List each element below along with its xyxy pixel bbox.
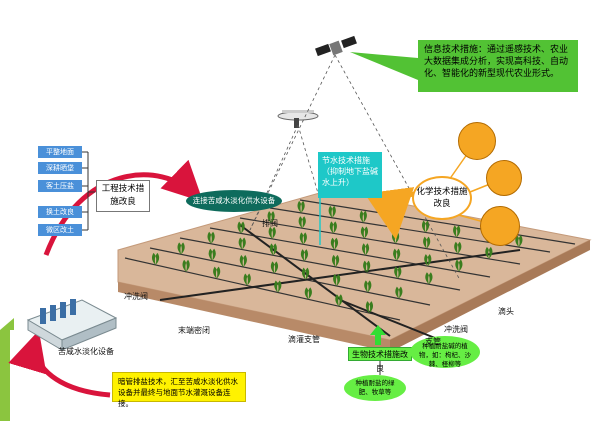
- engineering-item: 深耕晒垡: [38, 162, 82, 174]
- engineering-title: 工程技术措施改良: [101, 184, 145, 207]
- crop-plant: [239, 255, 247, 267]
- crop-plant: [421, 220, 430, 233]
- info-pointer: [350, 52, 418, 80]
- crop-plant: [207, 231, 215, 244]
- crop-plant: [423, 236, 431, 249]
- chemical-bubble-bottom: [480, 206, 520, 246]
- chemical-bubble-top: [458, 122, 496, 160]
- crop-plant: [208, 248, 216, 261]
- engineering-item: 客土压盐: [38, 180, 82, 192]
- left-accent-bar: [0, 330, 10, 421]
- label-drip-branch: 滴灌支管: [288, 335, 320, 344]
- water-saving-box: 节水技术措施（抑制地下盐碱水上升）: [318, 152, 382, 198]
- info-technology-box: 信息技术措施：通过遥感技术、农业大数据集成分析，实现高科技、自动化、智能化的新型…: [418, 40, 578, 92]
- crop-plant: [333, 274, 341, 286]
- crop-plant: [177, 242, 185, 255]
- green-up-arrow: [370, 325, 386, 345]
- crop-plant: [238, 237, 246, 250]
- crop-plant: [365, 301, 374, 314]
- crop-plant: [329, 221, 337, 234]
- bio-forage-ellipse: 种植耐盐的绿肥、牧草等: [344, 375, 406, 401]
- crop-plant: [237, 221, 245, 234]
- crop-plant: [301, 267, 310, 280]
- desal-connection-ellipse: 连接苦咸水淡化供水设备: [186, 190, 282, 212]
- engineering-item: 换土改良: [38, 206, 82, 218]
- crop-plant: [454, 241, 462, 254]
- crop-plant: [182, 259, 190, 272]
- crop-plant: [331, 254, 340, 267]
- crop-plant: [455, 259, 463, 272]
- crop-plant: [297, 200, 305, 213]
- crop-plant: [363, 260, 371, 273]
- bio-plants-ellipse: 种植耐盐碱的植物，如：枸杞、沙棘、柽柳等: [410, 336, 480, 368]
- info-technology-text: 信息技术措施：通过遥感技术、农业大数据集成分析，实现高科技、自动化、智能化的新型…: [424, 45, 569, 79]
- crop-plant: [515, 235, 523, 248]
- crop-plant: [394, 266, 402, 279]
- bio-plants-text: 种植耐盐碱的植物，如：枸杞、沙棘、柽柳等: [419, 342, 471, 368]
- crop-plant: [270, 261, 279, 274]
- soil-field-front: [118, 282, 390, 352]
- crop-plant: [425, 272, 433, 285]
- crop-plant: [453, 225, 461, 238]
- engineering-item: 平整地面: [38, 146, 82, 158]
- crop-plant: [328, 205, 336, 218]
- engineering-title-box: 工程技术措施改良: [96, 180, 150, 212]
- chemical-ellipse: 化学技术措施改良: [412, 176, 472, 220]
- chemical-bubble-middle: [486, 160, 522, 196]
- label-flush-valve-right: 冲洗阀: [444, 325, 468, 334]
- crop-plant: [395, 286, 403, 299]
- crop-plant: [298, 216, 306, 229]
- crop-plant: [485, 246, 493, 259]
- drone-icon: [277, 110, 319, 128]
- desal-device-label: 苦咸水淡化设备: [58, 347, 114, 356]
- label-exhaust-valve: 排阀: [262, 219, 278, 228]
- chemical-title: 化学技术措施改良: [416, 187, 468, 209]
- engineering-bracket: [82, 151, 95, 231]
- crop-plant: [269, 243, 277, 256]
- crop-plant: [299, 232, 307, 245]
- bio-forage-text: 种植耐盐的绿肥、牧草等: [355, 379, 395, 396]
- crop-plant: [300, 249, 309, 262]
- crop-plant: [151, 252, 160, 265]
- left-accent-triangle: [0, 318, 14, 330]
- desalination-device-icon: [26, 299, 118, 351]
- label-flush-valve-left: 冲洗阀: [124, 292, 148, 301]
- red-arc-bottom: [8, 330, 111, 398]
- drainage-box: 暗管排盐技术，汇至苦咸水淡化供水设备并最终与地面节水灌溉设备连接。: [112, 372, 246, 408]
- drainage-text: 暗管排盐技术，汇至苦咸水淡化供水设备并最终与地面节水灌溉设备连接。: [118, 377, 238, 408]
- crop-plant: [361, 243, 370, 256]
- crop-plant: [330, 237, 339, 250]
- crop-plant: [364, 280, 372, 293]
- main-pipes: [159, 224, 521, 341]
- water-saving-text: 节水技术措施（抑制地下盐碱水上升）: [322, 156, 378, 187]
- label-drip-head: 滴头: [498, 307, 514, 316]
- desal-connection-text: 连接苦咸水淡化供水设备: [192, 196, 276, 205]
- crop-plant: [243, 273, 251, 286]
- crop-plant: [424, 254, 432, 267]
- label-end-flush: 末端密闭: [178, 326, 210, 335]
- biological-title-box: 生物技术措施改良: [348, 347, 412, 373]
- crop-plant: [393, 248, 401, 261]
- engineering-item: 微区改土: [38, 224, 82, 236]
- crop-plant: [267, 211, 275, 224]
- satellite-icon: [315, 35, 357, 57]
- soil-field-side: [390, 240, 590, 352]
- biological-title: 生物技术措施改良: [352, 350, 408, 373]
- label-branch-pipe: 支管: [425, 337, 441, 346]
- crop-plant: [304, 287, 312, 300]
- crop-plant: [268, 226, 276, 239]
- crop-plant: [335, 294, 343, 307]
- crop-plant: [213, 266, 221, 279]
- crop-plant: [274, 280, 282, 293]
